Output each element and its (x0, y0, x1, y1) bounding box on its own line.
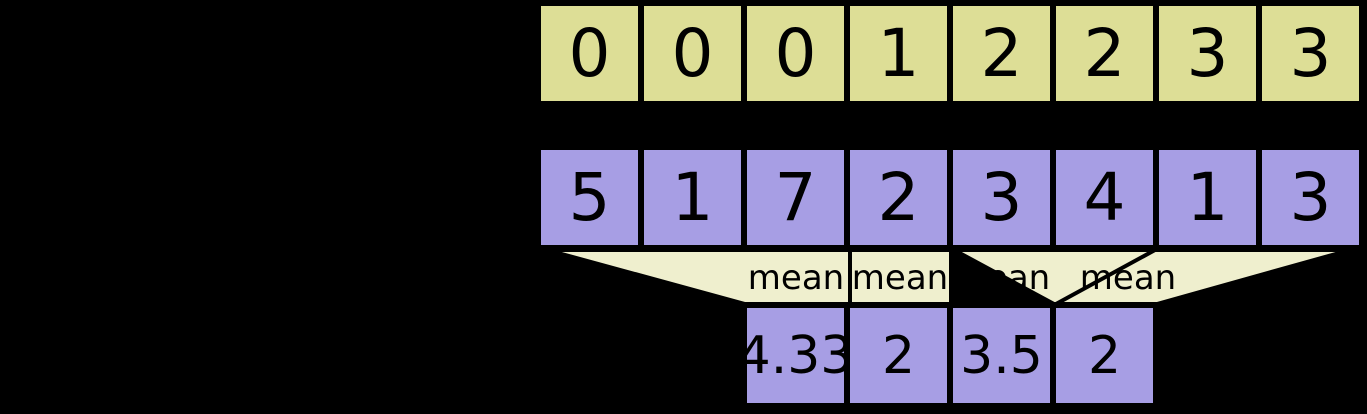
index-cell: 3 (1259, 3, 1362, 104)
index-cell: 0 (641, 3, 744, 104)
value-cell: 3 (1259, 147, 1362, 248)
value-cell: 3 (950, 147, 1053, 248)
mean-label: mean (851, 258, 949, 298)
value-cell: 2 (847, 147, 950, 248)
index-cell: 2 (950, 3, 1053, 104)
value-cell: 1 (1156, 147, 1259, 248)
value-cell: 1 (641, 147, 744, 248)
mean-label: mean (747, 258, 845, 298)
index-cell: 1 (847, 3, 950, 104)
mean-label: mean (1079, 258, 1177, 298)
output-cell: 4.33 (738, 305, 853, 406)
index-cell: 0 (538, 3, 641, 104)
output-cell: 2 (847, 305, 950, 406)
value-cell: 7 (744, 147, 847, 248)
mean-label: mean (953, 258, 1051, 298)
value-cell: 5 (538, 147, 641, 248)
output-cell: 2 (1053, 305, 1156, 406)
value-cell: 4 (1053, 147, 1156, 248)
index-cell: 0 (744, 3, 847, 104)
index-cell: 2 (1053, 3, 1156, 104)
index-cell: 3 (1156, 3, 1259, 104)
output-cell: 3.5 (950, 305, 1053, 406)
